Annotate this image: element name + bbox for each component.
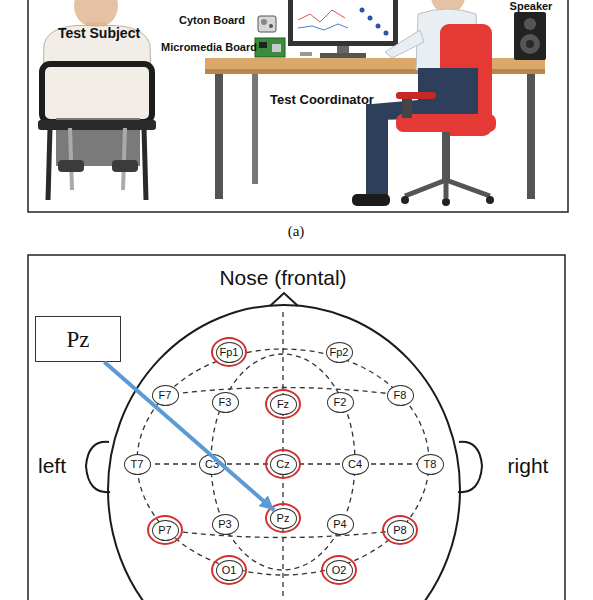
electrode-site: F7 bbox=[152, 385, 179, 406]
part-label: Micromedia Board bbox=[161, 42, 257, 53]
electrode-name: C3 bbox=[205, 459, 219, 470]
electrode-site: C3 bbox=[199, 454, 226, 475]
part-label: Speaker bbox=[510, 1, 553, 12]
electrode-name: F3 bbox=[219, 397, 232, 408]
part-label: Cyton Board bbox=[179, 15, 245, 26]
electrode-name: P4 bbox=[333, 519, 346, 530]
electrode-site: Fz bbox=[270, 394, 297, 415]
electrode-name: T8 bbox=[424, 459, 437, 470]
electrode-name: C4 bbox=[348, 459, 362, 470]
panel-label: (a) bbox=[288, 224, 305, 239]
micromedia-board-device bbox=[255, 38, 285, 57]
electrode-site: T7 bbox=[124, 454, 151, 475]
speaker-device bbox=[514, 12, 546, 60]
electrode-name: Cz bbox=[276, 459, 289, 470]
electrode-name: O2 bbox=[332, 565, 347, 576]
panel-frame bbox=[28, 255, 565, 600]
electrode-name: T7 bbox=[131, 459, 144, 470]
electrode-grid bbox=[137, 312, 430, 600]
electrode-site: Cz bbox=[270, 454, 297, 475]
electrode-site: F8 bbox=[387, 385, 414, 406]
electrode-name: P3 bbox=[218, 519, 231, 530]
electrode-site: F3 bbox=[212, 392, 239, 413]
electrode-name: Fz bbox=[277, 399, 289, 410]
electrode-site: Fp2 bbox=[326, 342, 353, 363]
electrode-name: Fp1 bbox=[220, 347, 239, 358]
electrode-site: C4 bbox=[342, 454, 369, 475]
electrode-site: T8 bbox=[417, 454, 444, 475]
orientation-label: left bbox=[38, 455, 66, 476]
callout-box: Pz bbox=[35, 316, 121, 362]
electrode-name: O1 bbox=[222, 565, 237, 576]
test-subject-figure bbox=[38, 0, 156, 200]
head-outline bbox=[86, 293, 482, 600]
orientation-label: Nose (frontal) bbox=[219, 267, 346, 288]
electrode-name: P7 bbox=[158, 525, 171, 536]
panel-frame bbox=[28, 0, 568, 212]
pointer-arrow bbox=[104, 362, 274, 510]
part-label: Test Coordinator bbox=[270, 93, 374, 106]
electrode-site: F2 bbox=[327, 392, 354, 413]
electrode-site: Fp1 bbox=[216, 342, 243, 363]
electrode-name: P8 bbox=[393, 525, 406, 536]
electrode-name: Fp2 bbox=[330, 347, 349, 358]
monitor bbox=[288, 0, 398, 58]
electrode-name: F2 bbox=[334, 397, 347, 408]
orientation-label: right bbox=[508, 455, 549, 476]
electrode-site: P8 bbox=[387, 520, 414, 541]
electrode-site: P4 bbox=[327, 514, 354, 535]
callout-text: Pz bbox=[67, 328, 90, 351]
electrode-name: F8 bbox=[394, 390, 407, 401]
electrode-site: O1 bbox=[216, 560, 243, 581]
electrode-name: Pz bbox=[277, 513, 290, 524]
electrode-name: F7 bbox=[159, 390, 172, 401]
electrode-site: P7 bbox=[152, 520, 179, 541]
desk bbox=[205, 58, 545, 199]
electrode-site: P3 bbox=[212, 514, 239, 535]
part-label: Test Subject bbox=[58, 26, 140, 40]
electrode-site: O2 bbox=[326, 560, 353, 581]
cyton-board-device bbox=[258, 16, 276, 32]
electrode-site: Pz bbox=[270, 508, 297, 529]
